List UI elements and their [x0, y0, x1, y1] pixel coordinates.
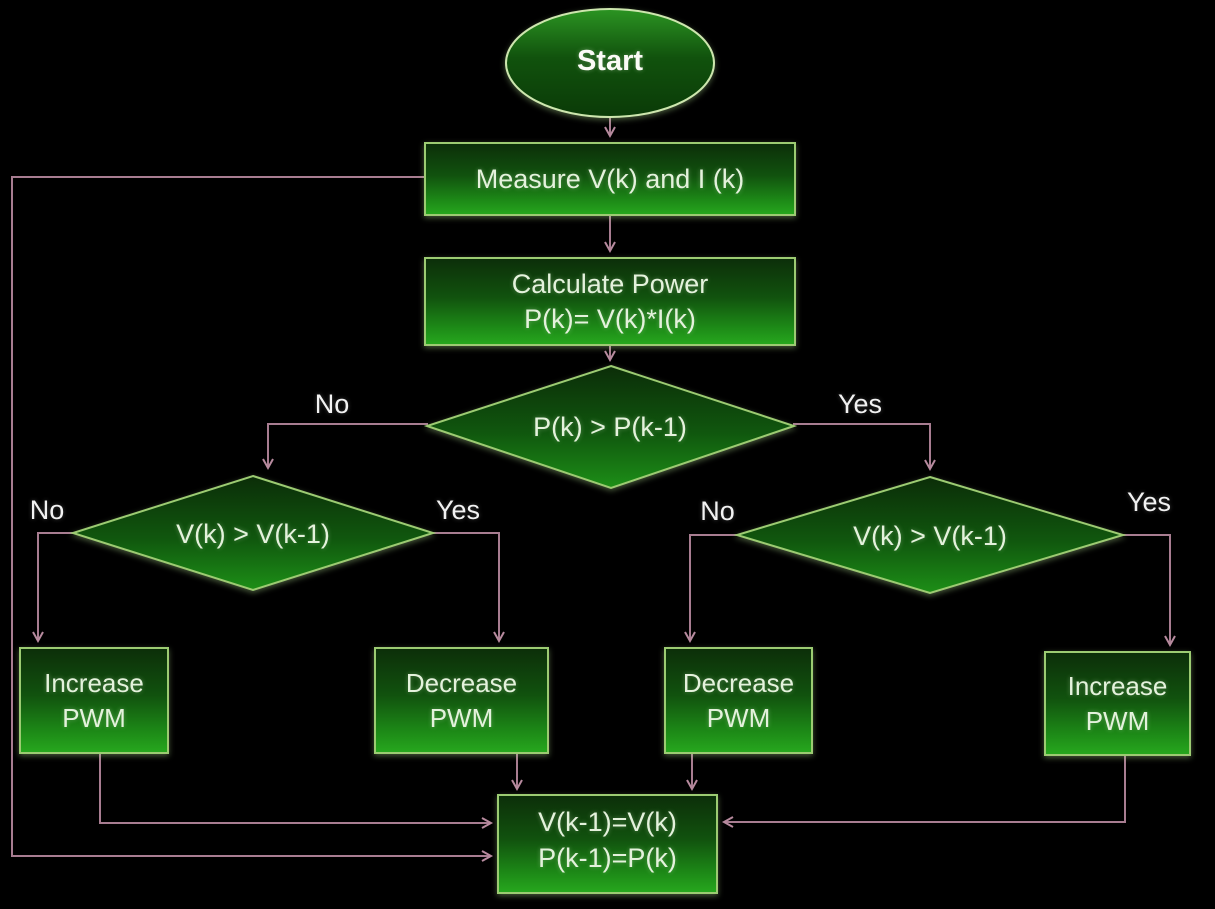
- edge-right-voltage-no: [684, 534, 737, 644]
- decrease-pwm-right-node: [664, 647, 813, 754]
- measure-node: [424, 142, 796, 216]
- update-node: [497, 794, 718, 894]
- edge-left-voltage-no: [32, 532, 73, 644]
- edge-right-voltage-yes: [1123, 534, 1176, 648]
- decrease-pwm-left-node: [374, 647, 549, 754]
- start-node: [505, 8, 715, 118]
- right-voltage-decision-node: [733, 475, 1127, 595]
- edge-left-voltage-yes: [433, 532, 505, 644]
- edges: [11, 118, 1176, 862]
- nodes: [19, 8, 1191, 894]
- edge-measure-loop-to-update: [11, 176, 494, 862]
- calculate-node: [424, 257, 796, 346]
- increase-pwm-right-node: [1044, 651, 1191, 756]
- left-voltage-decision-node: [69, 474, 437, 592]
- edge-power-no: [262, 423, 428, 471]
- edge-increase-right-to-update: [721, 755, 1126, 828]
- increase-pwm-left-node: [19, 647, 169, 754]
- power-decision-node: [423, 364, 798, 490]
- edge-increase-left-to-update: [99, 753, 494, 829]
- edge-power-yes: [793, 423, 936, 472]
